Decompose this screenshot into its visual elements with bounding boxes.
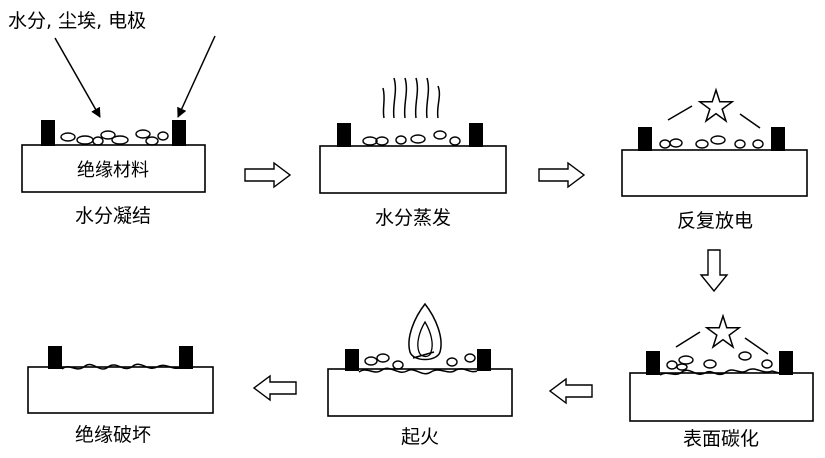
- annotation-arrow-right: [177, 35, 216, 118]
- carbonized-surface: [659, 368, 780, 376]
- annotation-arrow-left: [54, 37, 101, 118]
- step-condensation: 绝缘材料 水分凝结: [21, 120, 206, 227]
- insulation-plate: [629, 372, 814, 422]
- carbonized-surface: [358, 367, 478, 375]
- electrode-right: [771, 127, 785, 151]
- flow-arrow-left: [548, 377, 593, 405]
- inner-flame-icon: [417, 320, 433, 358]
- step-evaporation: 水分蒸发: [319, 77, 507, 229]
- moisture-drops: [362, 130, 461, 146]
- electrode-right: [469, 123, 483, 147]
- insulation-plate: [621, 149, 808, 197]
- moisture-drops: [60, 129, 169, 146]
- step-repeated-discharge: 反复放电: [621, 87, 808, 232]
- step-ignition: 起火: [327, 302, 513, 448]
- step-label: 绝缘破坏: [75, 424, 151, 446]
- electrode-left: [337, 123, 351, 147]
- spark-ray: [675, 331, 701, 348]
- step-label: 反复放电: [677, 210, 753, 232]
- flow-arrow-right: [538, 161, 586, 189]
- flow-arrow-down: [699, 249, 729, 293]
- electrode-left: [646, 351, 660, 375]
- insulation-plate: [27, 366, 214, 414]
- insulation-label: 绝缘材料: [77, 160, 149, 181]
- electrode-right: [779, 351, 793, 375]
- electrode-left: [41, 120, 55, 146]
- step-insulation-failure: 绝缘破坏: [27, 346, 214, 446]
- insulation-plate: [21, 144, 206, 193]
- insulation-plate: [319, 145, 507, 194]
- moisture-drops: [364, 353, 476, 370]
- moisture-drops: [666, 351, 773, 371]
- moisture-drops: [659, 135, 764, 149]
- spark-star-icon: [704, 313, 742, 349]
- damaged-surface: [61, 363, 180, 370]
- annotation-text: 水分, 尘埃, 电极: [8, 10, 146, 32]
- spark-star-icon: [697, 87, 735, 123]
- electrode-right: [179, 346, 193, 369]
- electrode-right: [477, 349, 491, 371]
- electrode-left: [638, 127, 652, 151]
- vapor-lines: [382, 77, 441, 119]
- electrode-left: [48, 346, 62, 369]
- spark-ray: [667, 105, 693, 121]
- spark-ray: [412, 351, 435, 359]
- spark-ray: [744, 337, 769, 355]
- electrode-left: [345, 349, 359, 371]
- insulation-plate: [327, 368, 513, 417]
- step-label: 起火: [401, 426, 439, 448]
- electrode-right: [172, 120, 186, 146]
- flow-arrow-right: [244, 161, 292, 189]
- step-label: 表面碳化: [683, 428, 759, 450]
- step-label: 水分蒸发: [375, 207, 451, 229]
- spark-ray: [739, 113, 761, 129]
- step-surface-carbonization: 表面碳化: [629, 313, 814, 450]
- flow-arrow-left: [252, 374, 297, 402]
- step-label: 水分凝结: [75, 205, 151, 227]
